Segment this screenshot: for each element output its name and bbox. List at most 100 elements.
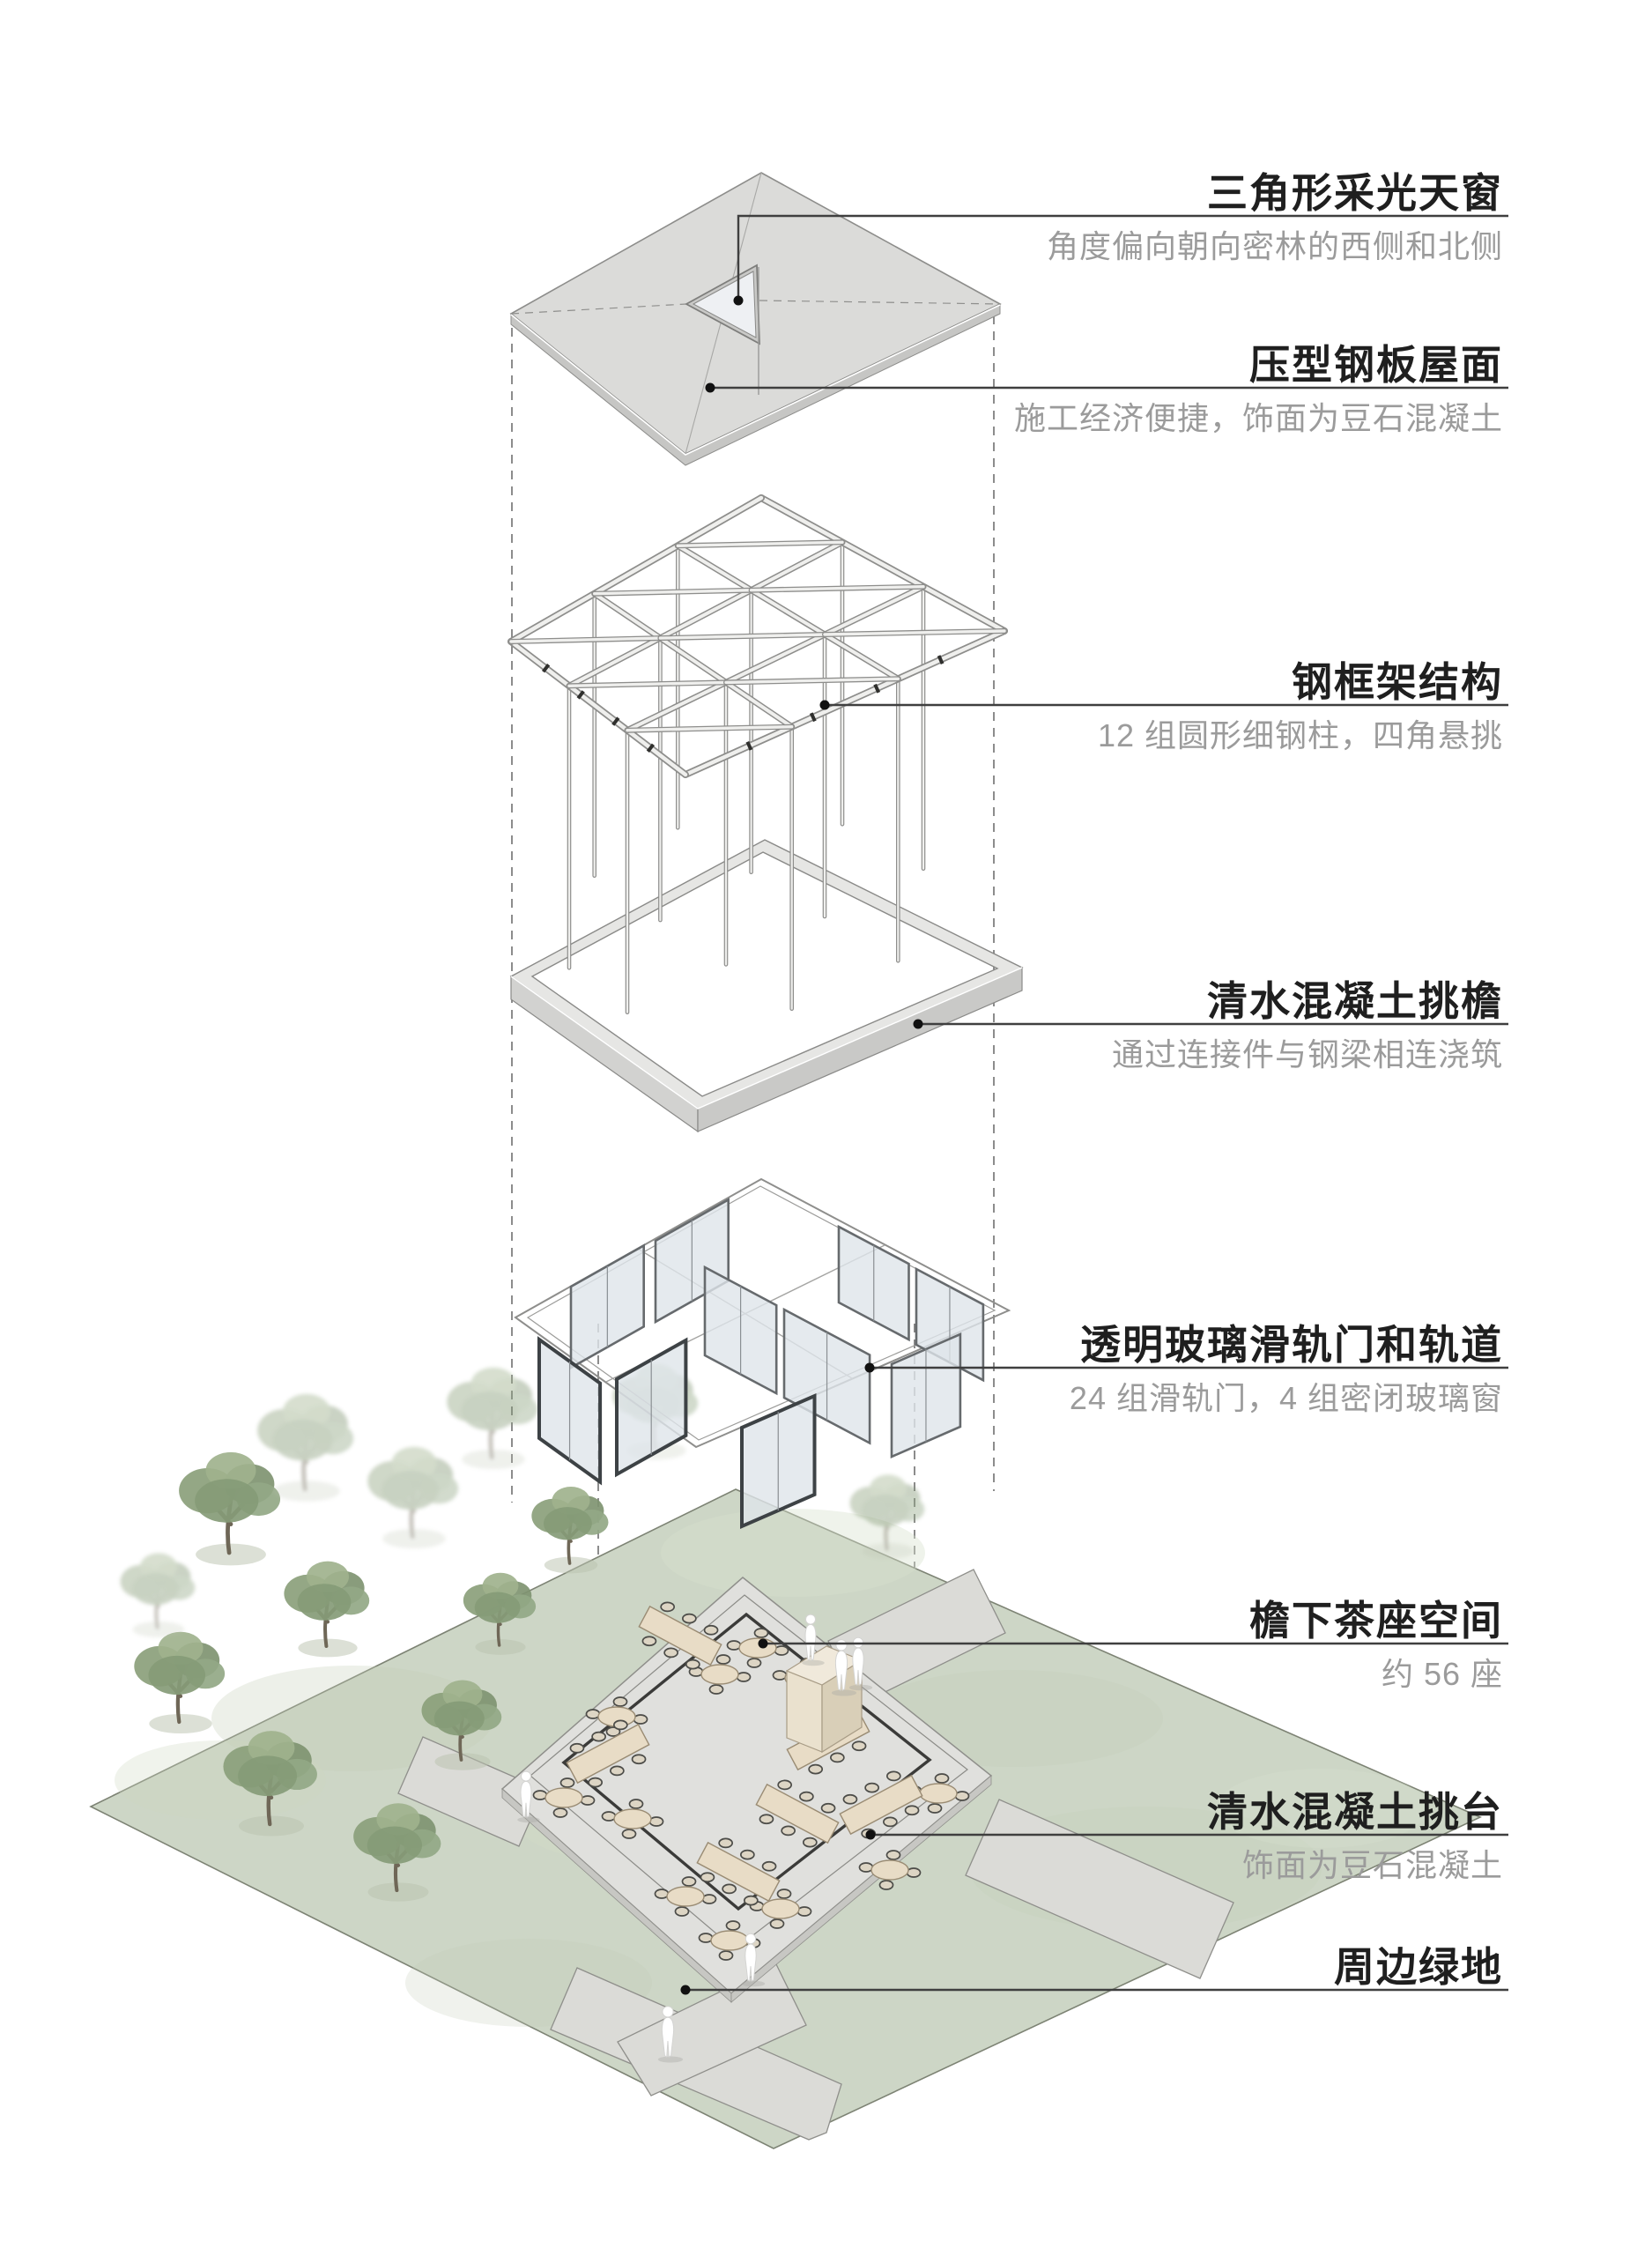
table-long — [755, 1783, 840, 1844]
chair — [878, 1880, 894, 1890]
tree — [134, 1631, 226, 1734]
annotation-eave: 清水混凝土挑檐 通过连接件与钢梁相连浇筑 — [913, 978, 1508, 1072]
table-round — [710, 1930, 749, 1951]
tree-canopy — [861, 1494, 909, 1527]
tree-shadow — [382, 1528, 446, 1549]
person — [517, 1770, 540, 1823]
chair — [682, 1613, 697, 1624]
beam-connector — [937, 655, 945, 664]
beam-connector — [541, 664, 551, 673]
person-head — [662, 2006, 674, 2018]
label-glass-subtitle: 24 组滑轨门，4 组密闭玻璃窗 — [1070, 1380, 1503, 1416]
chair — [777, 1779, 793, 1791]
steel-beam-core — [509, 636, 663, 643]
chair — [718, 1837, 734, 1849]
chair — [718, 1950, 734, 1961]
person — [848, 1636, 873, 1691]
chair — [703, 1624, 719, 1636]
leader-skylight — [737, 214, 1508, 301]
label-frame-subtitle: 12 组圆形细钢柱，四角悬挑 — [1098, 717, 1503, 753]
beam-connector — [646, 743, 656, 753]
chair — [663, 1647, 678, 1659]
steel-beam-core — [567, 540, 844, 688]
steel-beam-core — [724, 677, 900, 685]
chair — [681, 1876, 697, 1887]
chair — [641, 1636, 657, 1647]
tree-canopy — [148, 1655, 206, 1696]
steel-grid — [507, 494, 1008, 778]
roof-layer — [509, 172, 1002, 466]
chair — [774, 1645, 789, 1656]
annotation-platform: 清水混凝土挑台 饰面为豆石混凝土 — [865, 1789, 1508, 1883]
plaza-lip-right — [730, 1775, 992, 2003]
tree-shadow — [462, 1449, 525, 1470]
eave-face-right — [697, 967, 1023, 1132]
chair — [830, 1752, 845, 1763]
label-greenbelt-title: 周边绿地 — [1334, 1944, 1503, 1990]
chair — [740, 1849, 755, 1860]
chair — [858, 1862, 874, 1873]
chair — [698, 1933, 714, 1943]
person — [741, 1933, 766, 1987]
leader-dot-glass — [864, 1362, 875, 1373]
label-platform-subtitle: 饰面为豆石混凝土 — [1242, 1847, 1503, 1883]
tree-canopy — [461, 1391, 519, 1431]
chair — [759, 1814, 774, 1825]
tea-tables — [532, 1601, 970, 1961]
chair — [864, 1782, 879, 1793]
roof-valley-dashed-left — [510, 303, 687, 315]
tree-shadow — [475, 1639, 526, 1655]
people — [517, 1614, 873, 2063]
leader-dot-greenbelt — [680, 1985, 691, 1995]
chair — [605, 1726, 621, 1737]
steel-beam-core — [749, 585, 925, 592]
annotations: 三角形采光天窗 角度偏向朝向密林的西侧和北侧 压型钢板屋面 施工经济便捷，饰面为… — [680, 170, 1508, 1995]
tree — [179, 1451, 281, 1566]
tree-canopy — [238, 1755, 298, 1797]
label-glass-title: 透明玻璃滑轨门和轨道 — [1080, 1322, 1503, 1368]
annotation-greenbelt: 周边绿地 — [680, 1944, 1508, 1995]
person-head — [835, 1639, 848, 1651]
chair — [802, 1837, 818, 1848]
tree-shadow — [132, 1621, 185, 1638]
steel-beam-core — [567, 680, 728, 687]
leader-dot-eave — [913, 1019, 923, 1029]
table-round — [700, 1664, 739, 1685]
tree-shadow — [298, 1638, 358, 1658]
beam-connector — [745, 741, 753, 751]
chair — [559, 1777, 575, 1788]
person — [657, 2006, 684, 2063]
steel-beam-core — [683, 628, 1007, 777]
steel-beam-core — [508, 639, 688, 777]
chair — [883, 1816, 898, 1828]
eave-face-left — [510, 975, 699, 1133]
table-long — [839, 1774, 923, 1836]
person-body — [852, 1647, 864, 1686]
chair — [772, 1670, 788, 1681]
chair — [769, 1918, 785, 1929]
tree-shadow — [149, 1713, 212, 1734]
steel-frame-layer — [507, 494, 1008, 1014]
person-shadow — [831, 1689, 857, 1696]
chair — [569, 1742, 585, 1754]
tree-faded — [367, 1446, 459, 1549]
tree — [223, 1731, 317, 1837]
person-body — [661, 2016, 675, 2058]
chair — [906, 1867, 922, 1878]
label-roof-subtitle: 施工经济便捷，饰面为豆石混凝土 — [1014, 400, 1503, 436]
glass-panels — [537, 1198, 985, 1530]
tree-canopy — [433, 1701, 485, 1736]
tree-canopy — [131, 1572, 180, 1606]
chair — [588, 1777, 604, 1788]
eave-ring-top — [509, 839, 1024, 1109]
table-round — [738, 1637, 777, 1659]
person-body — [834, 1650, 848, 1691]
path-east — [965, 1799, 1234, 1979]
beam-connector — [611, 716, 620, 726]
chair — [725, 1920, 741, 1931]
grass-blotch — [1216, 1769, 1427, 1848]
chair — [885, 1770, 901, 1782]
steel-beam-core — [626, 725, 794, 732]
annotation-seating: 檐下茶座空间 约 56 座 — [758, 1598, 1508, 1692]
leader-dot-seating — [758, 1638, 768, 1649]
